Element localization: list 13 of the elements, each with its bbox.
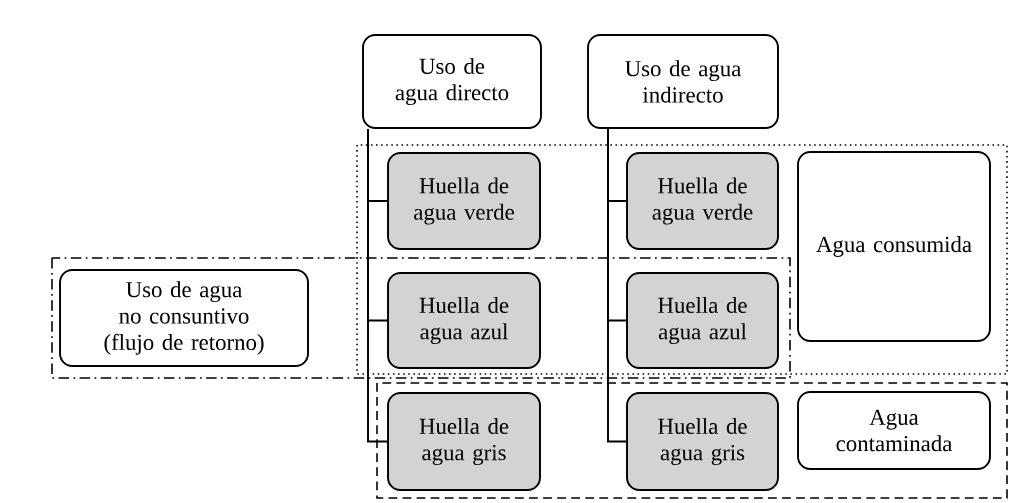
footprint-box: Huella de agua verde xyxy=(387,152,541,250)
category-box: Agua contaminada xyxy=(797,391,991,470)
footprint-box: Huella de agua azul xyxy=(626,272,779,369)
footprint-box: Huella de agua azul xyxy=(387,272,541,369)
category-box: Agua consumida xyxy=(797,151,991,342)
connector-line xyxy=(367,128,389,443)
footprint-box: Huella de agua gris xyxy=(626,392,779,491)
category-box: Uso de agua no consuntivo (flujo de retorno) xyxy=(59,269,309,367)
footprint-box: Huella de agua gris xyxy=(387,392,541,491)
footprint-box: Huella de agua verde xyxy=(626,152,779,250)
connector-line xyxy=(607,128,627,443)
category-box: Uso de agua directo xyxy=(362,34,542,129)
category-box: Uso de agua indirecto xyxy=(587,34,779,129)
